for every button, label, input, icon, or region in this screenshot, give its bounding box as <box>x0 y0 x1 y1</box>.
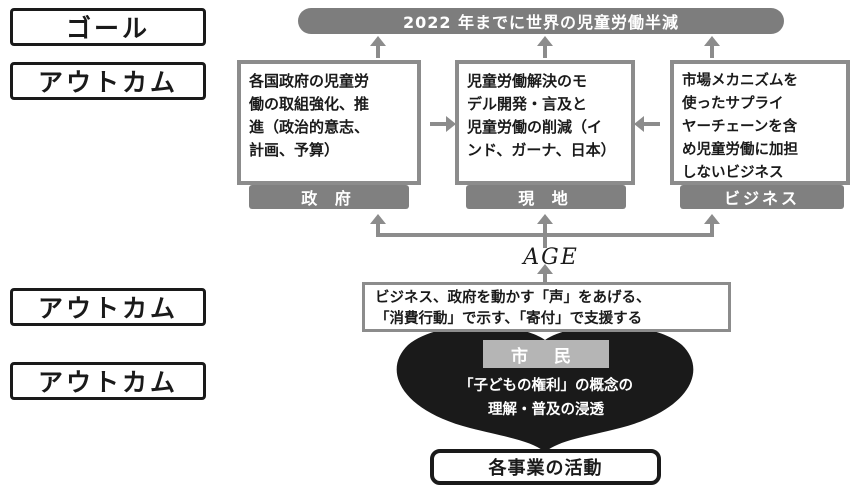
outcome-label-3: アウトカム <box>10 362 206 400</box>
outcome-box-government: 各国政府の児童労働の取組強化、推進（政治的意志、計画、予算） <box>237 60 421 185</box>
heart-shape <box>396 325 694 452</box>
outcome-box-local: 児童労働解決のモデル開発・言及と児童労働の削減（インド、ガーナ、日本） <box>455 60 635 185</box>
outcome-box-business: 市場メカニズムを使ったサプライヤーチェーンを含め児童労働に加担しないビジネス <box>670 60 850 185</box>
tab-business: ビジネス <box>680 185 844 209</box>
outcome-label-2: アウトカム <box>10 288 206 326</box>
goal-label: ゴール <box>10 8 206 46</box>
goal-banner: 2022 年までに世界の児童労働半減 <box>298 8 784 34</box>
voice-box: ビジネス、政府を動かす「声」をあげる、 「消費行動」で示す、「寄付」で支援する <box>362 282 731 332</box>
tab-local: 現 地 <box>466 185 626 209</box>
activities-box: 各事業の活動 <box>430 449 661 485</box>
age-logo: AGE <box>523 245 579 270</box>
heart-text: 「子どもの権利」の概念の 理解・普及の浸透 <box>459 378 633 418</box>
tab-government: 政 府 <box>249 185 409 209</box>
citizen-tab: 市 民 <box>483 340 609 368</box>
outcome-label-1: アウトカム <box>10 62 206 100</box>
